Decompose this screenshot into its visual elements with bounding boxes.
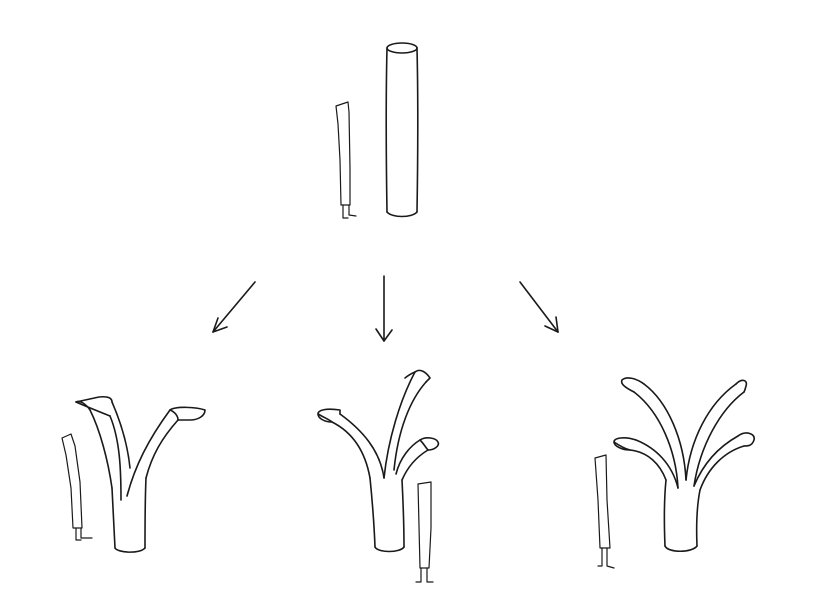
human-figure-icon [594, 454, 615, 569]
human-figure-icon [415, 481, 434, 583]
branching-column-icon [75, 395, 206, 553]
arrow-icon [519, 281, 559, 333]
branching-column-icon [613, 377, 756, 553]
branching-column-icon [317, 369, 440, 553]
column-icon [385, 42, 419, 218]
branching-column-middle [317, 369, 440, 583]
human-figure-icon [335, 101, 357, 219]
top-scene [335, 42, 419, 219]
branching-column-left [61, 395, 206, 553]
arrow-icon [375, 275, 393, 342]
branching-column-right [594, 377, 756, 569]
human-figure-icon [61, 433, 93, 541]
arrows [212, 275, 559, 342]
arrow-icon [212, 281, 256, 333]
